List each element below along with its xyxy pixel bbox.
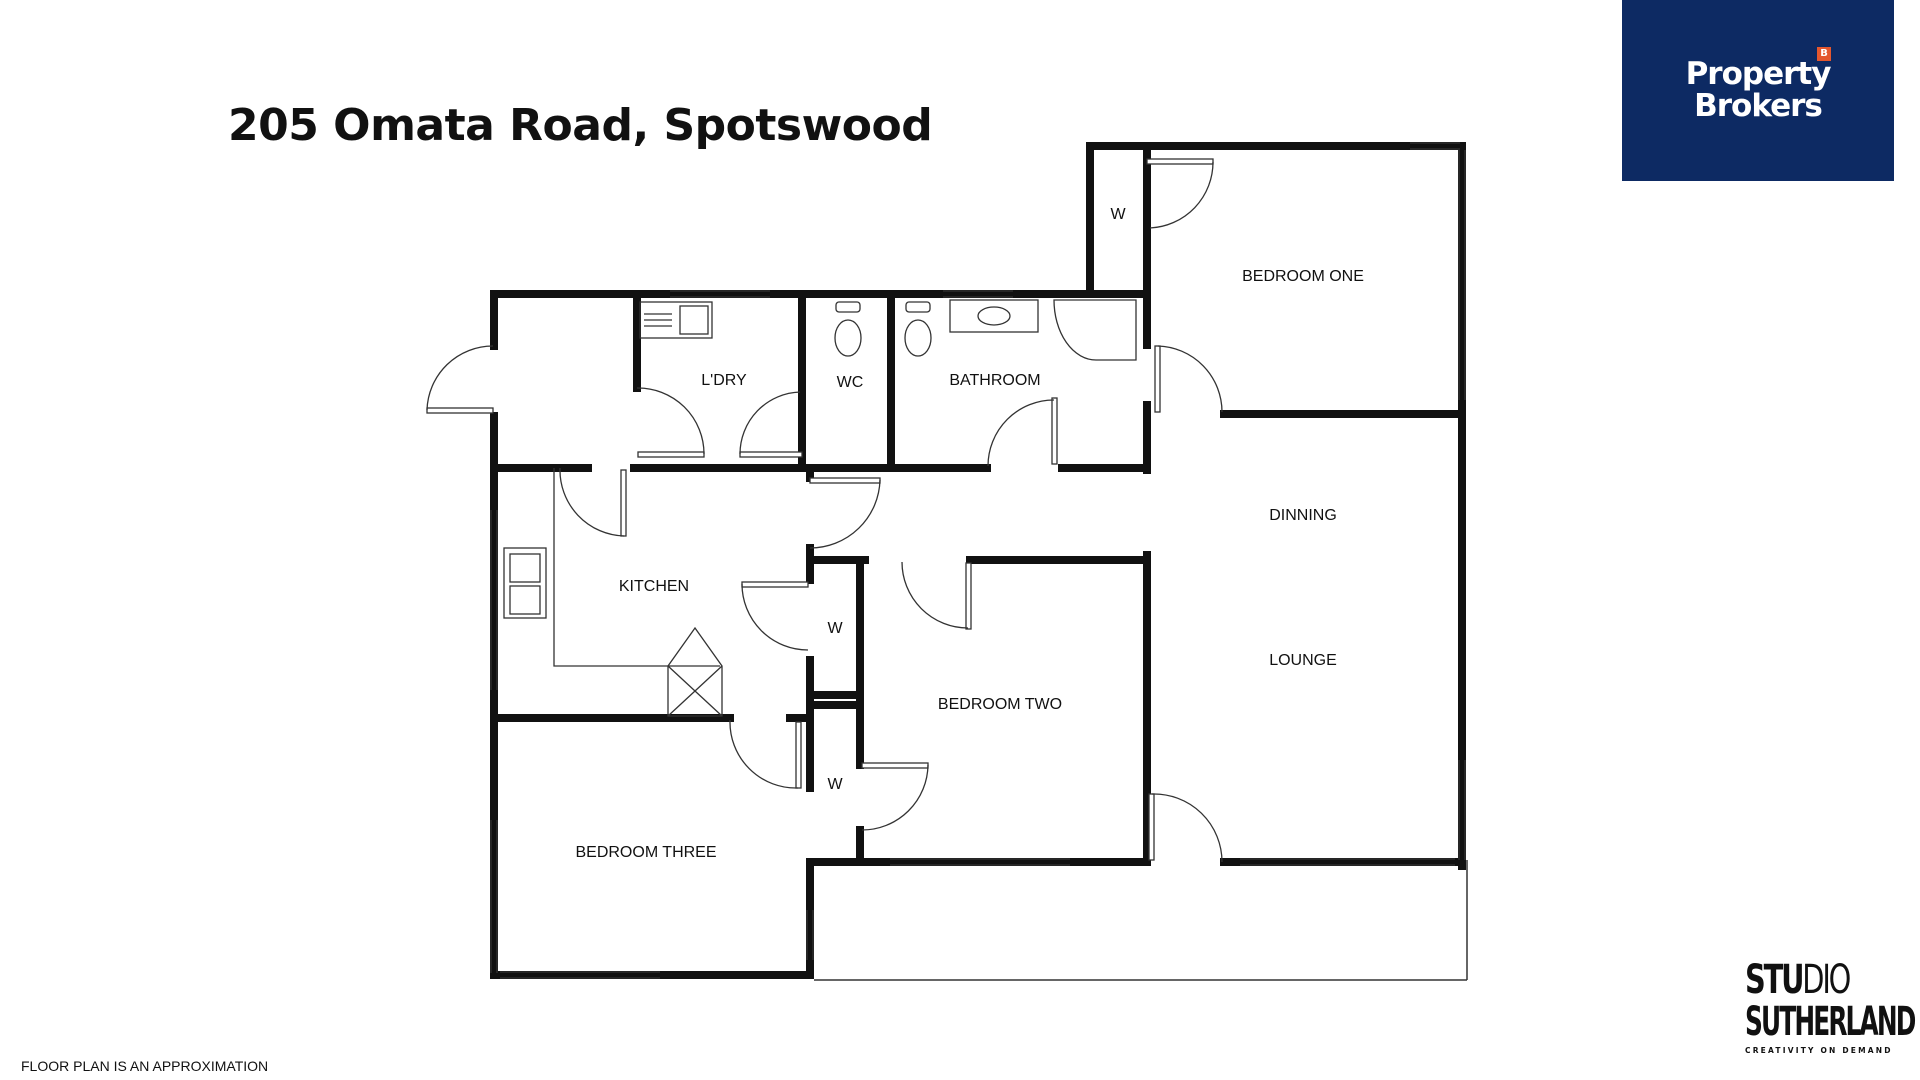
studio-sutherland-logo: STUDIO SUTHERLAND CREATIVITY ON DEMAND: [1745, 960, 1916, 1055]
room-label-laundry: L'DRY: [701, 372, 747, 389]
studio-logo-line-1: STUDIO: [1745, 960, 1857, 1000]
room-label-kitchen: KITCHEN: [619, 578, 689, 595]
room-label-wardrobe-bed1: W: [1110, 206, 1126, 223]
room-label-bedroom-two: BEDROOM TWO: [938, 696, 1062, 713]
windows: [490, 142, 1466, 979]
studio-logo-part-1: STU: [1745, 957, 1804, 1003]
vanity-icon: [949, 299, 1039, 333]
deck-outline: [814, 860, 1468, 981]
room-label-dinning: DINNING: [1269, 507, 1337, 524]
kitchen-sink-icon: [503, 547, 547, 619]
brand-line-2: Brokers: [1694, 88, 1823, 124]
toilet-icon: [834, 301, 932, 357]
room-label-wardrobe-lower: W: [827, 776, 843, 793]
disclaimer-note: FLOOR PLAN IS AN APPROXIMATION: [21, 1058, 269, 1074]
studio-logo-part-1-thin: DIO: [1802, 957, 1851, 1003]
room-labels: BEDROOM ONE W L'DRY WC BATHROOM DINNING …: [575, 206, 1363, 861]
fixtures: [503, 299, 1137, 717]
room-label-wardrobe-upper: W: [827, 620, 843, 637]
room-label-bathroom: BATHROOM: [949, 372, 1040, 389]
room-label-wc: WC: [837, 374, 864, 391]
brand-line-1: Property: [1685, 56, 1832, 92]
room-label-bedroom-three: BEDROOM THREE: [575, 844, 716, 861]
kitchen-bench: [553, 468, 720, 667]
studio-logo-line-2: SUTHERLAND: [1745, 999, 1916, 1045]
page-title: 205 Omata Road, Spotswood: [228, 100, 933, 151]
shower-icon: [1053, 299, 1137, 361]
room-label-lounge: LOUNGE: [1269, 652, 1337, 669]
property-brokers-logo: Property Brokers B: [1622, 0, 1894, 181]
room-label-bedroom-one: BEDROOM ONE: [1242, 268, 1364, 285]
walls: [490, 142, 1466, 979]
laundry-tub-icon: [639, 301, 713, 339]
brand-badge-icon: B: [1817, 47, 1831, 61]
doors: [426, 158, 1223, 863]
studio-logo-tagline: CREATIVITY ON DEMAND: [1745, 1046, 1893, 1055]
appliance-icon: [667, 626, 723, 717]
